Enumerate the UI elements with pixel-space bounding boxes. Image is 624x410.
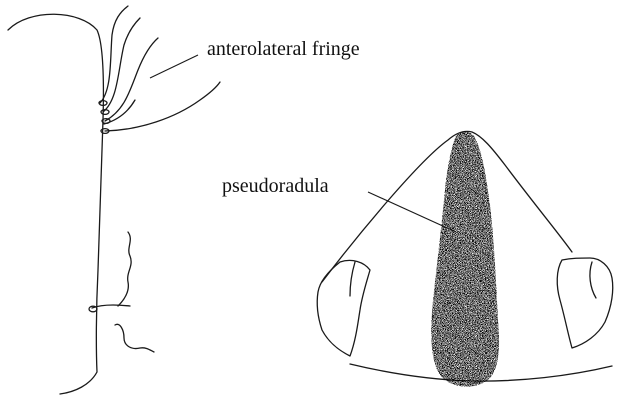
lateral-view-drawing [8, 6, 220, 394]
fringe-strand-2 [103, 18, 140, 112]
body-outline [8, 14, 103, 394]
lateral-curl [118, 232, 131, 306]
basal-curl [115, 324, 154, 352]
left-lobe-fold [350, 262, 355, 296]
anterolateral-fringe-leader [150, 55, 198, 78]
ventral-view-drawing [317, 131, 613, 386]
right-lobe [557, 258, 613, 348]
pseudoradula-shape [431, 132, 499, 387]
right-lobe-fold [590, 262, 596, 298]
fringe-strand-1 [100, 6, 128, 103]
anterolateral-fringe-label: anterolateral fringe [207, 38, 360, 60]
fringe-strand-4 [105, 82, 220, 131]
left-lobe [317, 260, 370, 356]
pseudoradula-label: pseudoradula [222, 175, 329, 197]
lower-process [92, 305, 130, 308]
fringe-strand-3 [105, 38, 158, 121]
